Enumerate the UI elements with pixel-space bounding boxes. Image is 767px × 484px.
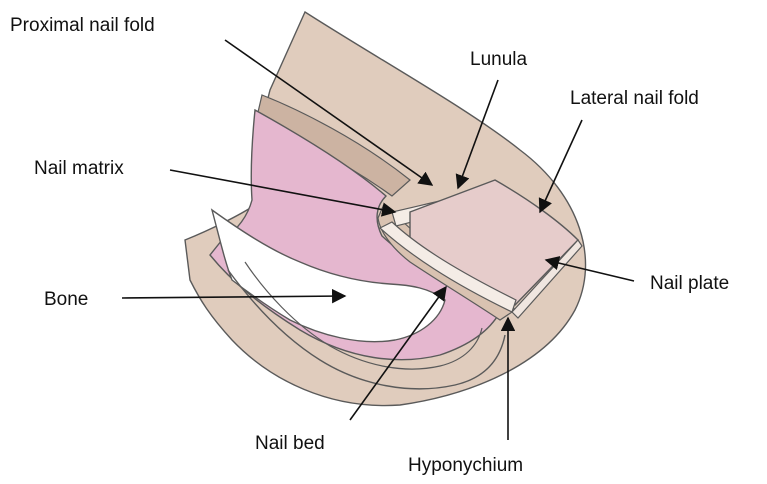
- label-nail-plate: Nail plate: [650, 273, 729, 294]
- label-nail-bed: Nail bed: [255, 433, 325, 454]
- label-bone: Bone: [44, 289, 88, 310]
- label-lunula: Lunula: [470, 49, 527, 70]
- label-hyponychium: Hyponychium: [408, 455, 523, 476]
- label-proximal-nail-fold: Proximal nail fold: [10, 15, 155, 36]
- label-lateral-nail-fold: Lateral nail fold: [570, 88, 699, 109]
- label-nail-matrix: Nail matrix: [34, 158, 124, 179]
